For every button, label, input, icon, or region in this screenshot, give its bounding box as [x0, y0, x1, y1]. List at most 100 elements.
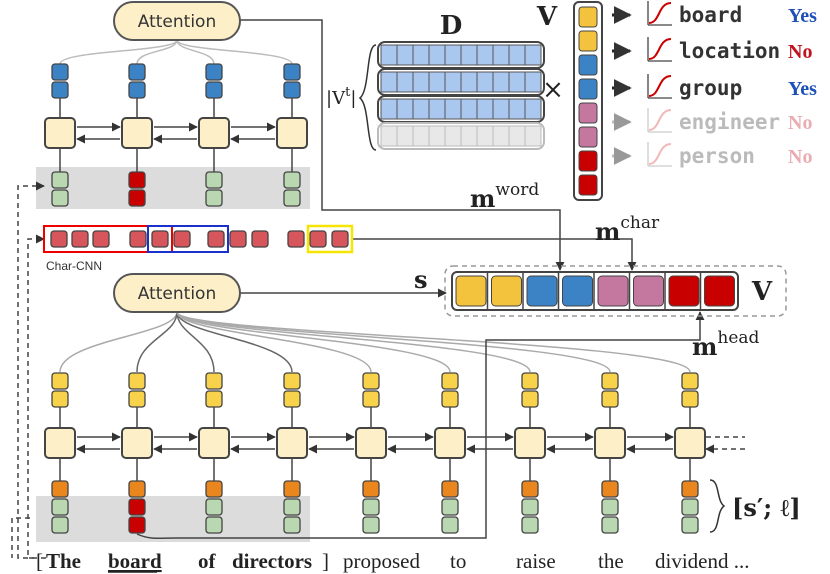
- char-window-yellow: [306, 224, 354, 254]
- attention-top-node: Attention: [113, 1, 241, 41]
- top-entity-span-shade: [36, 167, 310, 209]
- char-cell-8: [251, 230, 269, 248]
- bottom-out-cell-a-2: [205, 372, 223, 390]
- d-cell-2-4: [444, 98, 462, 120]
- d-cell-0-1: [396, 44, 414, 66]
- v-horizontal-cell-5: [633, 275, 664, 307]
- bottom-in-cell-a-4: [362, 498, 380, 516]
- word-of: of: [198, 549, 217, 573]
- d-cell-3-6: [476, 125, 494, 147]
- char-cell-4: [151, 230, 169, 248]
- d-cell-3-5: [460, 125, 478, 147]
- type-embedding-matrix: [377, 41, 545, 150]
- bottom-out-cell-a-0: [51, 372, 69, 390]
- d-cell-1-9: [524, 71, 542, 93]
- connection-lines: [11, 19, 745, 559]
- m-char-label: mchar: [595, 213, 660, 246]
- v-horizontal-cell-4: [597, 275, 629, 307]
- d-cell-2-2: [412, 98, 430, 120]
- v-horizontal-cell-6: [668, 275, 700, 307]
- bottom-in-orange-0: [51, 480, 69, 498]
- d-cell-0-3: [428, 44, 446, 66]
- v-vertical-cell-5: [578, 126, 598, 148]
- bracket-close: ]: [322, 549, 329, 573]
- top-lstm-node-3: [276, 117, 308, 149]
- word-raise: raise: [516, 549, 556, 573]
- type-verdict-3: No: [788, 112, 812, 134]
- v-vertical-cell-1: [578, 30, 598, 52]
- bottom-in-cell-b-7: [601, 516, 619, 534]
- bottom-in-orange-8: [681, 480, 699, 498]
- bottom-in-orange-4: [362, 480, 380, 498]
- v-vertical-cell-2: [578, 54, 598, 76]
- bottom-in-cell-a-3: [283, 498, 301, 516]
- d-cell-0-2: [412, 44, 430, 66]
- bottom-in-cell-b-3: [283, 516, 301, 534]
- bottom-lstm-node-0: [44, 427, 76, 459]
- char-cnn-row: [43, 224, 354, 254]
- d-cell-3-1: [396, 125, 414, 147]
- vocab-size-label: |Vt|: [326, 85, 356, 109]
- bottom-in-cell-a-2: [205, 498, 223, 516]
- d-cell-3-8: [508, 125, 526, 147]
- m-char-path: [352, 238, 637, 271]
- char-cell-3: [129, 230, 147, 248]
- d-cell-1-7: [492, 71, 510, 93]
- v-vertical-frame: [573, 1, 603, 201]
- d-cell-0-6: [476, 44, 494, 66]
- top-attn-link-3: [176, 39, 293, 65]
- v-horizontal-cell-3: [562, 275, 593, 307]
- d-cell-1-0: [380, 71, 398, 93]
- char-cell-1: [71, 230, 89, 248]
- bottom-lstm-node-3: [276, 427, 308, 459]
- type-verdict-0: Yes: [788, 5, 817, 27]
- input-sentence: [ The board of directors ] proposed to r…: [36, 549, 750, 573]
- bottom-out-cell-b-1: [128, 390, 146, 408]
- bottom-out-cell-a-3: [283, 372, 301, 390]
- d-cell-1-6: [476, 71, 494, 93]
- v-vertical-cell-4: [578, 102, 598, 124]
- bottom-out-cell-b-8: [681, 390, 699, 408]
- char-cell-6: [207, 230, 225, 248]
- bottom-in-orange-7: [601, 480, 619, 498]
- m-word-path: [240, 19, 565, 271]
- top-in-cell-b-0: [51, 189, 69, 207]
- v-label-top: V: [536, 2, 558, 32]
- d-cell-3-4: [444, 125, 462, 147]
- top-in-cell-a-3: [283, 171, 301, 189]
- bottom-out-cell-b-5: [441, 390, 459, 408]
- d-cell-1-2: [412, 71, 430, 93]
- d-cell-0-4: [444, 44, 462, 66]
- char-cell-2: [92, 230, 110, 248]
- top-lstm-node-2: [198, 117, 230, 149]
- bottom-out-cell-b-4: [362, 390, 380, 408]
- v-vector-horizontal: [451, 271, 739, 311]
- word-the-2: the: [598, 549, 624, 573]
- v-horizontal-cell-7: [704, 275, 735, 307]
- top-in-cell-b-3: [283, 189, 301, 207]
- bottom-out-cell-a-8: [681, 372, 699, 390]
- bottom-in-cell-a-1: [128, 498, 146, 516]
- bottom-attn-link-1: [136, 311, 178, 373]
- d-cell-0-9: [524, 44, 542, 66]
- sigmoid-icon-1: [647, 37, 672, 62]
- attention-bottom-node: Attention: [113, 273, 241, 313]
- bottom-attn-link-2: [176, 311, 215, 373]
- d-cell-2-8: [508, 98, 526, 120]
- type-label-3: engineer: [679, 110, 780, 134]
- bottom-out-cell-a-4: [362, 372, 380, 390]
- d-cell-1-8: [508, 71, 526, 93]
- d-cell-0-0: [380, 44, 398, 66]
- char-window-blue: [147, 225, 229, 253]
- type-verdict-4: No: [788, 146, 812, 168]
- matrix-d-label: D: [440, 11, 463, 41]
- d-cell-1-3: [428, 71, 446, 93]
- top-out-cell-b-1: [128, 81, 146, 99]
- bottom-in-orange-5: [441, 480, 459, 498]
- bottom-out-cell-b-2: [205, 390, 223, 408]
- type-label-4: person: [679, 144, 755, 168]
- top-out-cell-a-1: [128, 63, 146, 81]
- v-label-right: V: [751, 277, 773, 307]
- char-cell-9: [287, 230, 305, 248]
- d-cell-3-9: [524, 125, 542, 147]
